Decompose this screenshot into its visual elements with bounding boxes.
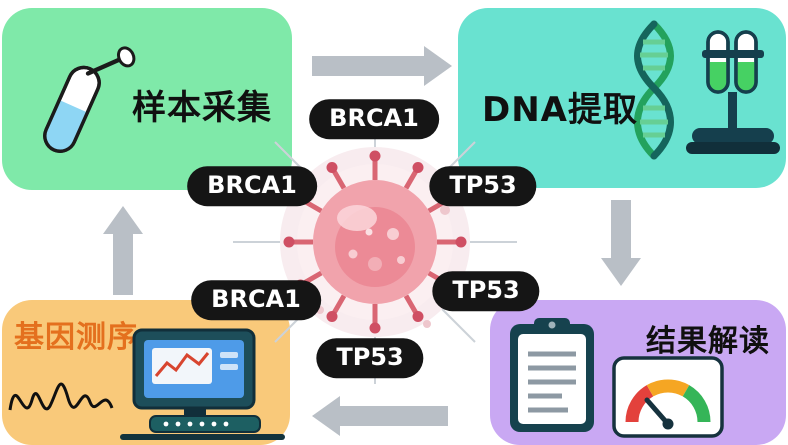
clipboard-icon (510, 318, 594, 432)
computer-icon (120, 328, 285, 440)
test-tube-swab-icon (43, 46, 136, 153)
gene-label-pill: BRCA1 (309, 99, 439, 139)
arrow-down-icon (601, 200, 641, 286)
gene-label-pill: TP53 (432, 271, 540, 311)
gauge-icon (612, 356, 724, 438)
stage-gene-sequencing: 基因测序 (2, 300, 290, 445)
gene-label-pill: BRCA1 (187, 166, 317, 206)
stage-label-gene-sequencing: 基因测序 (14, 320, 138, 355)
waveform-icon (8, 382, 114, 411)
stage-label-dna-extraction: DNA提取 (482, 90, 638, 130)
arrow-right-icon (312, 46, 452, 86)
test-tube-rack-icon (686, 30, 780, 154)
stage-sample-collection: 样本采集 (2, 8, 292, 190)
arrow-left-icon (312, 396, 448, 436)
stage-result-interpretation: 结果解读 (490, 300, 786, 445)
dna-helix-icon (634, 20, 780, 160)
stage-label-result-interpretation: 结果解读 (646, 324, 770, 359)
gene-label-pill: BRCA1 (191, 280, 321, 320)
gene-label-pill: TP53 (316, 338, 424, 378)
arrow-up-icon (103, 206, 143, 295)
gene-label-pill: TP53 (429, 166, 537, 206)
stage-dna-extraction: DNA提取 (458, 8, 786, 188)
stage-label-sample-collection: 样本采集 (132, 88, 272, 128)
